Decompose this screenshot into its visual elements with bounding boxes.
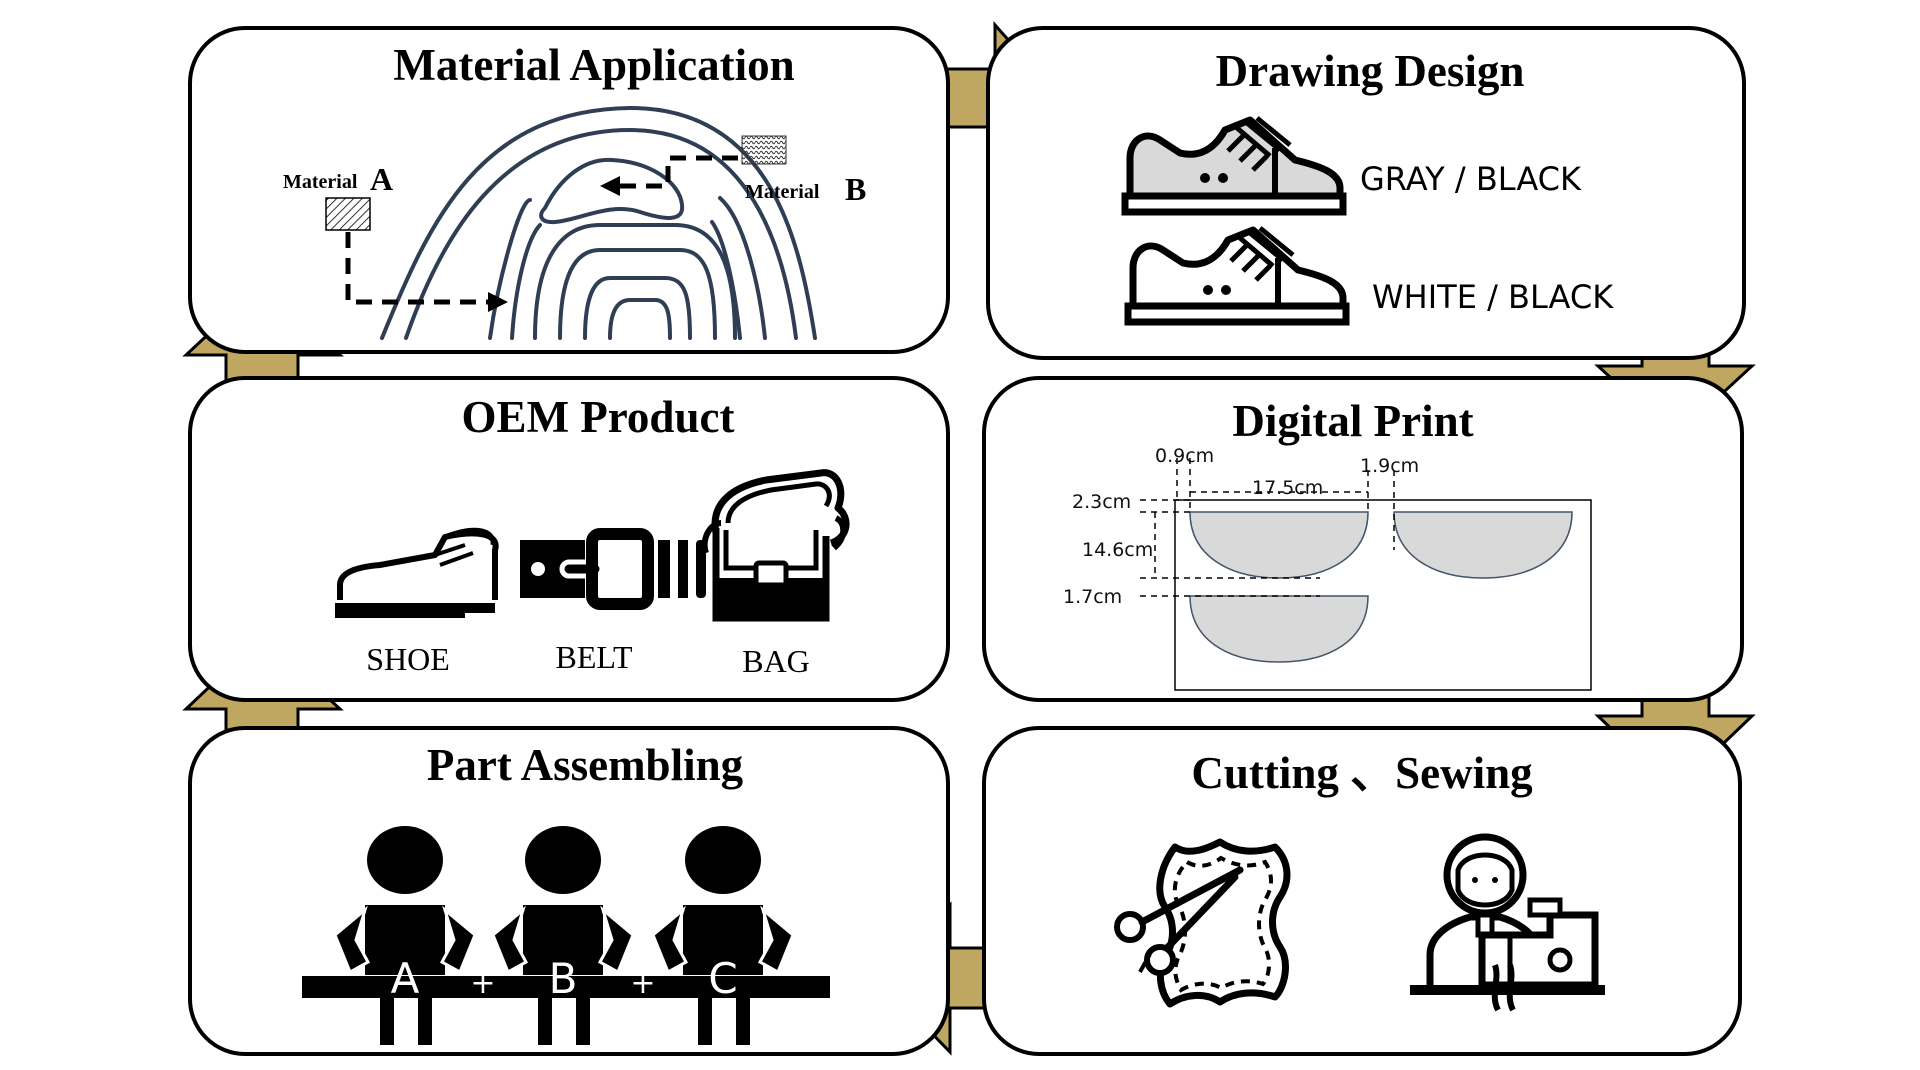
sneaker-icon — [1124, 226, 1350, 326]
sneaker-icon — [1121, 116, 1347, 216]
panel-title: OEM Product — [462, 392, 735, 442]
dimension-lines — [1140, 458, 1395, 597]
panel-oem-product: OEM Product SHOE BELT — [188, 376, 950, 702]
plus-sign: + — [630, 966, 655, 1001]
plus-sign: + — [470, 966, 495, 1001]
panel-part-assembling: Part Assembling A + — [188, 726, 950, 1056]
arrowhead-icon — [600, 176, 620, 196]
measure-label: 14.6cm — [1082, 539, 1153, 561]
pattern-piece — [1189, 511, 1369, 579]
measure-label: 2.3cm — [1072, 491, 1131, 513]
material-b-letter: B — [845, 171, 866, 207]
dress-shoe-icon — [335, 527, 499, 618]
product-label: BAG — [742, 643, 810, 679]
material-b-label: Material — [745, 181, 820, 203]
bag-icon — [701, 469, 850, 622]
panel-title: Drawing Design — [1216, 46, 1525, 96]
panel-title: Material Application — [393, 40, 794, 90]
material-a-letter: A — [370, 161, 393, 197]
product-label: SHOE — [366, 641, 450, 677]
product-label: BELT — [555, 639, 633, 675]
measure-label: 1.7cm — [1063, 586, 1122, 608]
sewing-machine-icon — [1410, 833, 1605, 1012]
variant-label: WHITE / BLACK — [1372, 278, 1614, 316]
material-a-path — [345, 232, 490, 305]
pattern-piece — [1189, 595, 1369, 663]
workbench — [302, 976, 830, 998]
panel-title: Digital Print — [1232, 396, 1473, 446]
leather-cutting-icon — [1114, 838, 1291, 1008]
layered-material-graphic — [380, 105, 817, 340]
measure-label: 0.9cm — [1155, 445, 1214, 467]
belt-icon — [520, 528, 706, 610]
measure-label: 17.5cm — [1252, 477, 1323, 499]
worker-label: C — [708, 954, 737, 1003]
panel-cutting-sewing: Cutting 、Sewing — [982, 726, 1742, 1056]
panel-material-application: Material Application Material A Material… — [188, 26, 950, 354]
panel-title: Cutting 、Sewing — [1191, 748, 1533, 798]
material-a-label: Material — [283, 171, 358, 193]
worker-label: A — [391, 954, 420, 1003]
material-a-swatch — [325, 197, 371, 231]
person-icon — [333, 826, 477, 1045]
panel-digital-print: Digital Print 0.9cm 17.5cm 1.9cm 2.3cm 1… — [982, 376, 1744, 702]
panel-drawing-design: Drawing Design GRAY / BLACK WHITE / BLAC… — [986, 26, 1746, 360]
worker-label: B — [549, 954, 578, 1003]
panel-title: Part Assembling — [427, 740, 744, 790]
variant-label: GRAY / BLACK — [1360, 160, 1582, 198]
material-b-path — [618, 155, 738, 189]
material-b-swatch — [741, 135, 787, 165]
person-icon — [651, 826, 795, 1045]
arrowhead-icon — [488, 292, 508, 312]
measure-label: 1.9cm — [1360, 455, 1419, 477]
pattern-piece — [1393, 511, 1573, 579]
person-icon — [491, 826, 635, 1045]
